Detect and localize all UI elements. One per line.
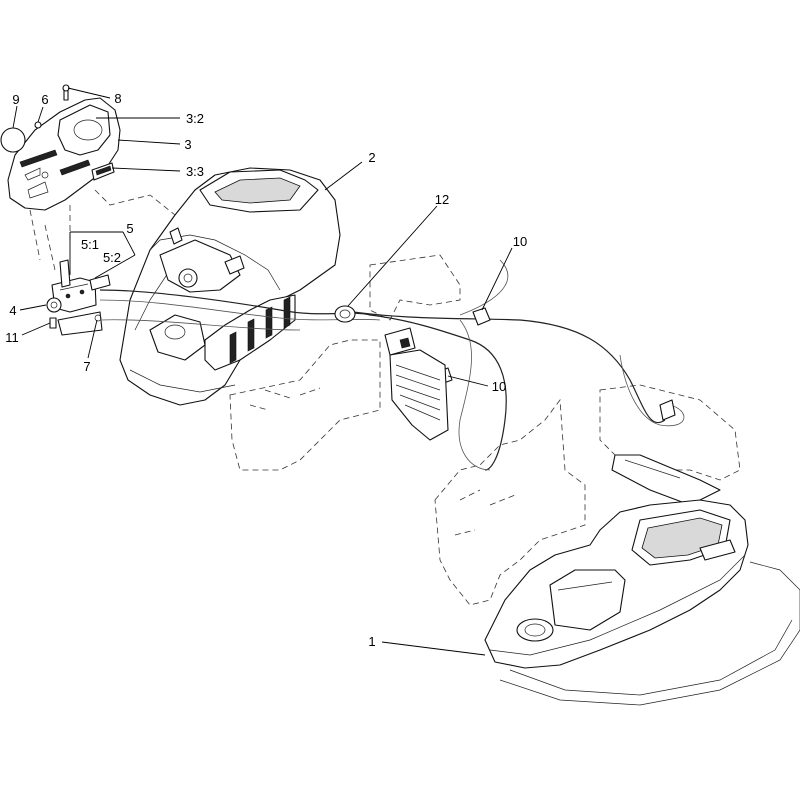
callout-9: 9: [12, 92, 19, 107]
callout-10-upper: 10: [513, 234, 527, 249]
screw-part-6: [34, 121, 42, 129]
callout-3-3: 3:3: [186, 164, 204, 179]
callout-3: 3: [184, 137, 191, 152]
callout-4: 4: [9, 303, 16, 318]
bolt-part-8: [62, 84, 70, 101]
callout-2: 2: [368, 150, 375, 165]
callout-5: 5: [126, 221, 133, 236]
callout-7: 7: [83, 359, 90, 374]
alignment-lines: [29, 189, 176, 271]
callout-5-2: 5:2: [103, 250, 121, 265]
bracket-part-7: [57, 311, 103, 336]
frame-bracket-right: [369, 254, 741, 506]
callout-3-2: 3:2: [186, 111, 204, 126]
callout-5-1: 5:1: [81, 237, 99, 252]
clip-right: [659, 399, 676, 421]
callout-labels: 9 6 8 3:2 3 3:3 2 12 10 5 5:1 5:2 4 11 7…: [5, 91, 527, 649]
grommet-part-12: [334, 305, 356, 323]
callout-11: 11: [5, 330, 19, 345]
bolt-part-11: [49, 317, 57, 329]
frame-panel-rear: [434, 398, 586, 606]
callout-10-lower: 10: [492, 379, 506, 394]
callout-8: 8: [114, 91, 121, 106]
frame-panel-center: [229, 339, 381, 471]
relay-module: [384, 327, 449, 441]
console-body-part-2: [119, 167, 341, 406]
knob-part-9: [0, 127, 26, 153]
rear-console-part-1: [484, 499, 800, 706]
callout-6: 6: [41, 92, 48, 107]
control-panel-part-3: [7, 97, 121, 211]
grommet-part-4: [46, 297, 62, 313]
callout-12: 12: [435, 192, 449, 207]
leader-lines: [12, 87, 513, 656]
callout-1: 1: [368, 634, 375, 649]
clip-part-10-upper: [472, 307, 491, 326]
